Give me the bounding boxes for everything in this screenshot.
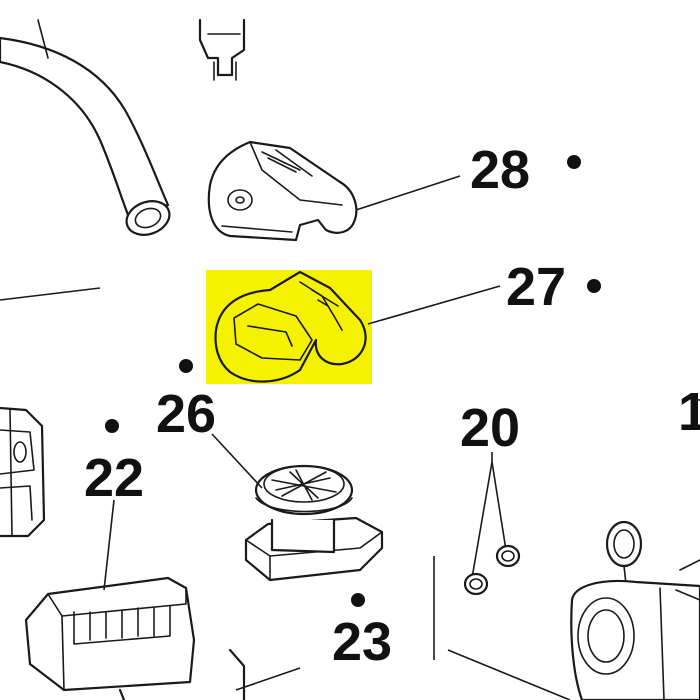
leader-28 — [355, 175, 461, 211]
leader-lines — [103, 175, 501, 591]
part-26-shape — [244, 464, 384, 582]
hose-part — [0, 19, 171, 236]
left-clip-part — [0, 406, 46, 538]
guide-lines — [0, 287, 700, 700]
leader-22 — [103, 499, 115, 591]
callout-23: 23 — [332, 612, 392, 672]
dot-27 — [587, 279, 601, 293]
dot-28 — [567, 155, 581, 169]
callout-28: 28 — [470, 140, 530, 200]
part-27-shape — [206, 270, 372, 384]
right-fitting-part — [570, 520, 700, 700]
callout-labels: 28 27 26 22 20 23 1 — [84, 140, 700, 672]
highlight-box — [206, 270, 372, 384]
part-22-shape — [24, 576, 246, 700]
callout-27: 27 — [506, 257, 566, 317]
leader-26 — [211, 433, 263, 489]
dot-23 — [351, 593, 365, 607]
dot-22 — [105, 419, 119, 433]
callout-edge: 1 — [678, 382, 700, 442]
callout-dots — [105, 155, 601, 607]
callout-26: 26 — [156, 384, 216, 444]
part-20-shape — [463, 461, 521, 596]
dot-26 — [179, 359, 193, 373]
part-28-shape — [207, 140, 358, 242]
callout-20: 20 — [460, 398, 520, 458]
leader-27 — [367, 285, 501, 325]
top-connector-part — [198, 18, 246, 81]
callout-22: 22 — [84, 448, 144, 508]
